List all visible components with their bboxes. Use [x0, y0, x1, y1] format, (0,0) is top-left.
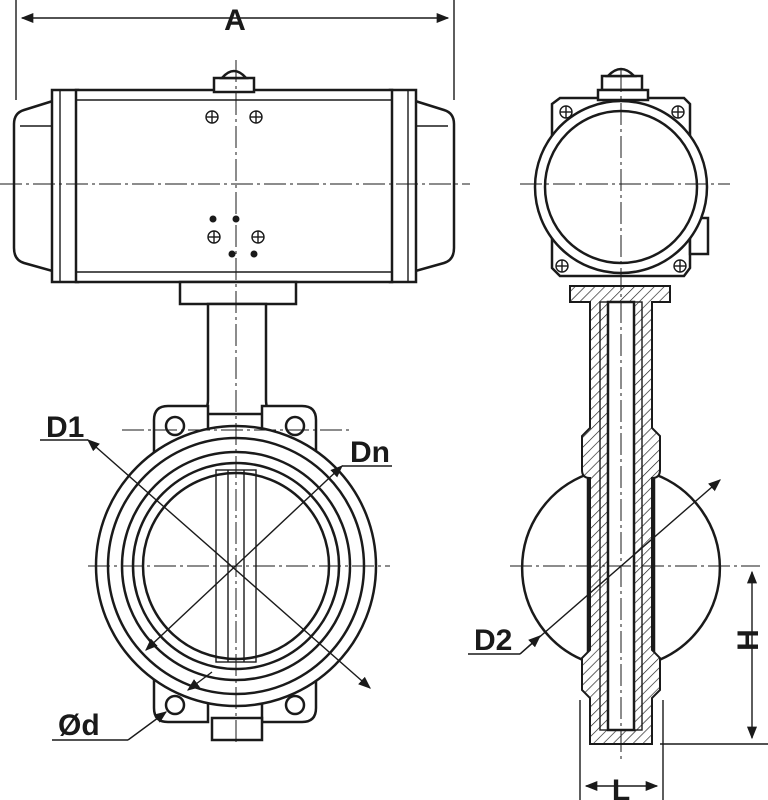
actuator [12, 69, 456, 284]
label-a: A [224, 4, 246, 37]
neck [178, 280, 298, 416]
label-l: L [612, 774, 630, 800]
dimension-d: Ød [52, 671, 213, 742]
label-h: H [732, 629, 765, 651]
label-d1: D1 [46, 411, 84, 444]
dimension-h: H [660, 570, 768, 745]
dimension-d2: D2 [468, 479, 721, 657]
front-view: A [0, 0, 470, 745]
dimension-l: L [579, 700, 664, 800]
dimension-a: A [15, 0, 455, 100]
dimension-dn: Dn [145, 436, 392, 651]
label-d: Ød [58, 709, 100, 742]
side-view: D2 H L [468, 67, 768, 800]
bolt-icon [205, 110, 265, 244]
label-d2: D2 [474, 624, 512, 657]
label-dn: Dn [350, 436, 390, 469]
bolt-icon [555, 105, 687, 273]
